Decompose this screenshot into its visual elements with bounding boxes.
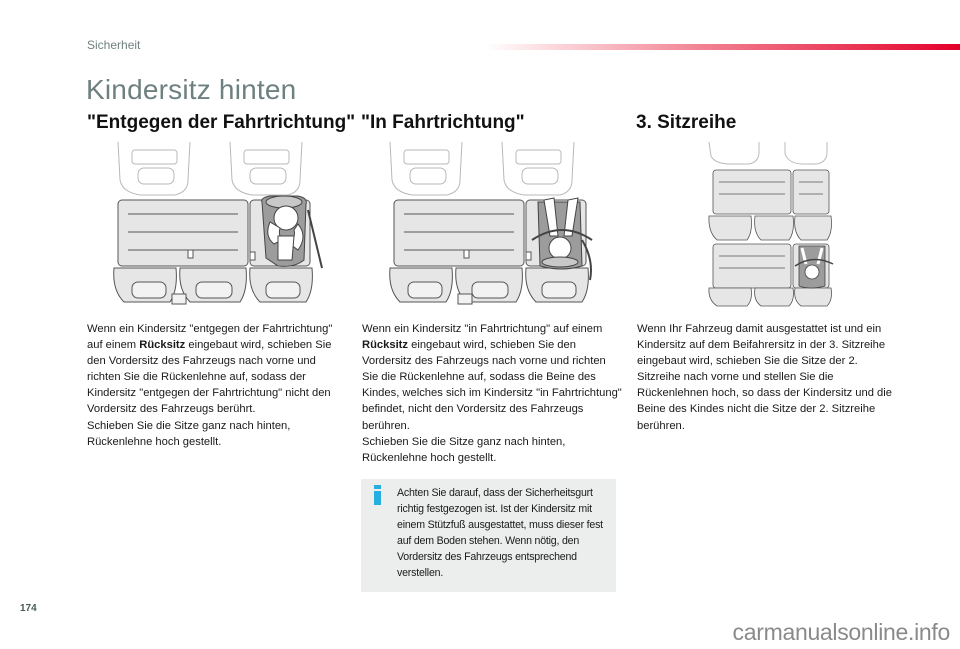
heading-third-row: 3. Sitzreihe	[636, 112, 737, 133]
forward-facing-seat-illustration	[389, 141, 593, 305]
watermark: carmanualsonline.info	[732, 619, 951, 645]
heading-forward-facing: "In Fahrtrichtung"	[361, 112, 525, 133]
page-number: 174	[20, 603, 37, 614]
rearward-facing-seat-illustration	[113, 141, 323, 305]
emphasis-ruecksitz: Rücksitz	[139, 339, 186, 352]
header-rule	[485, 44, 960, 50]
info-icon	[374, 485, 381, 505]
third-row-seat-illustration	[708, 141, 834, 307]
info-note: Achten Sie darauf, dass der Sicherheitsg…	[361, 479, 616, 592]
section-label: Sicherheit	[87, 38, 141, 52]
page-title: Kindersitz hinten	[86, 74, 297, 105]
heading-rearward-facing: "Entgegen der Fahrtrichtung"	[87, 112, 356, 133]
third-row-text: Wenn Ihr Fahrzeug damit ausgestattet ist…	[637, 323, 892, 432]
info-note-text: Achten Sie darauf, dass der Sicherheitsg…	[397, 487, 603, 579]
forward-facing-text: Wenn ein Kindersitz "in Fahrtrichtung" a…	[362, 323, 622, 464]
emphasis-ruecksitz: Rücksitz	[362, 339, 409, 352]
rearward-facing-text: Wenn ein Kindersitz "entgegen der Fahrtr…	[87, 323, 333, 448]
